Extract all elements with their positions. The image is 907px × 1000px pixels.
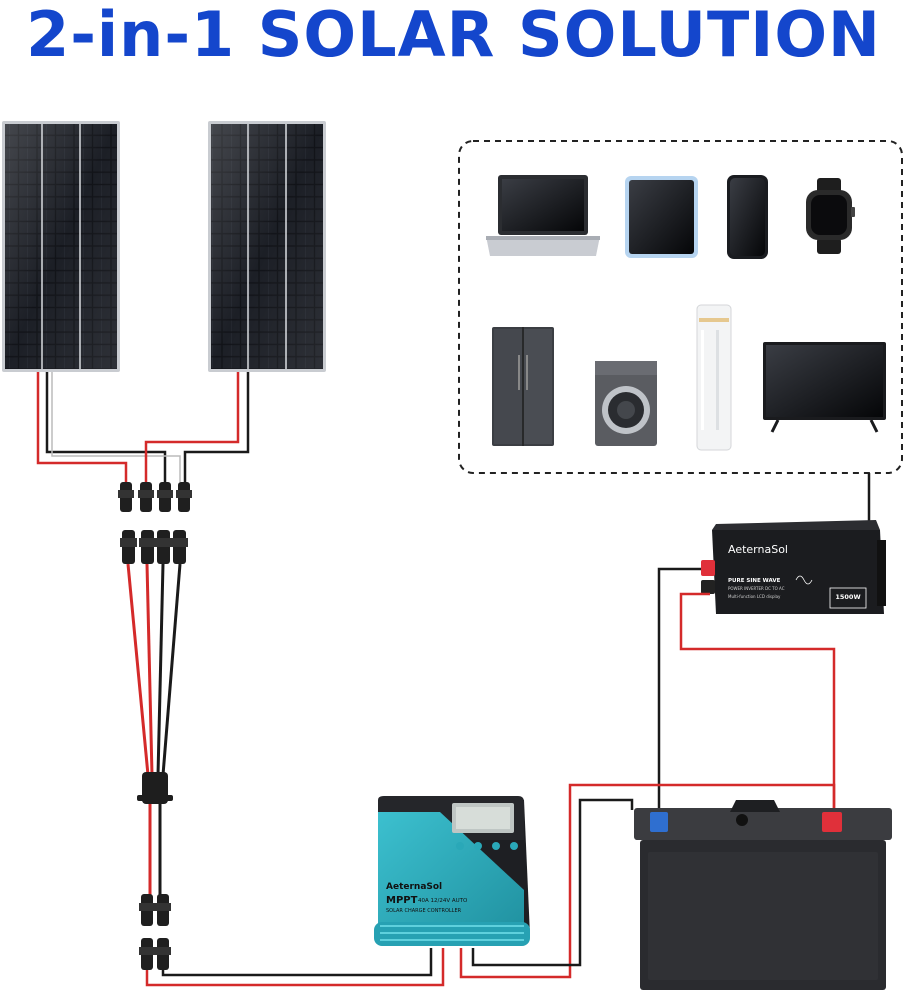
mc4-connectors-top [118,482,192,512]
battery [634,800,892,990]
controller-brand: AeternaSol [386,882,442,892]
combined-wires [148,804,162,895]
inverter-line2: POWER INVERTER DC TO AC [728,586,785,591]
pv-to-controller-wires [145,948,445,987]
tablet-icon [625,176,698,258]
controller-desc: SOLAR CHARGE CONTROLLER [386,908,462,914]
negative-terminal-icon [650,812,668,832]
mppt-charge-controller: AeternaSol MPPT 40A 12/24V AUTO SOLAR CH… [374,796,530,946]
solar-panel-right [208,121,326,372]
down-button[interactable] [492,842,500,850]
power-inverter: AeternaSol PURE SINE WAVE POWER INVERTER… [701,520,886,614]
mc4-connectors-branch [120,530,188,564]
inverter-wattage: 1500W [835,593,860,601]
inverter-line1: PURE SINE WAVE [728,578,781,584]
controller-model: MPPT [386,895,418,906]
appliances-box [458,140,903,474]
sine-wave-icon [795,575,813,585]
smartphone-icon [727,175,768,259]
up-button[interactable] [474,842,482,850]
inverter-to-battery-wires [657,567,836,810]
laptop-icon [486,175,600,256]
inverter-line3: Multi-function LCD display [728,594,781,599]
set-button[interactable] [510,842,518,850]
controller-to-battery-wires [459,783,836,979]
refrigerator-icon [492,327,554,446]
washing-machine-icon [595,361,657,446]
page-title: 2-in-1 SOLAR SOLUTION [26,0,881,71]
solar-panel-left [2,121,120,372]
controller-spec: 40A 12/24V AUTO [418,898,468,904]
smartwatch-icon [806,178,855,254]
inverter-brand: AeternaSol [728,543,788,556]
mc4-connectors-bottom [139,894,171,970]
panel-wires [36,372,250,482]
y-branch-connector [137,772,173,804]
esc-button[interactable] [456,842,464,850]
television-icon [763,342,886,433]
air-conditioner-icon [696,304,732,451]
positive-terminal-icon [822,812,842,832]
y-branch-wires [126,563,182,776]
